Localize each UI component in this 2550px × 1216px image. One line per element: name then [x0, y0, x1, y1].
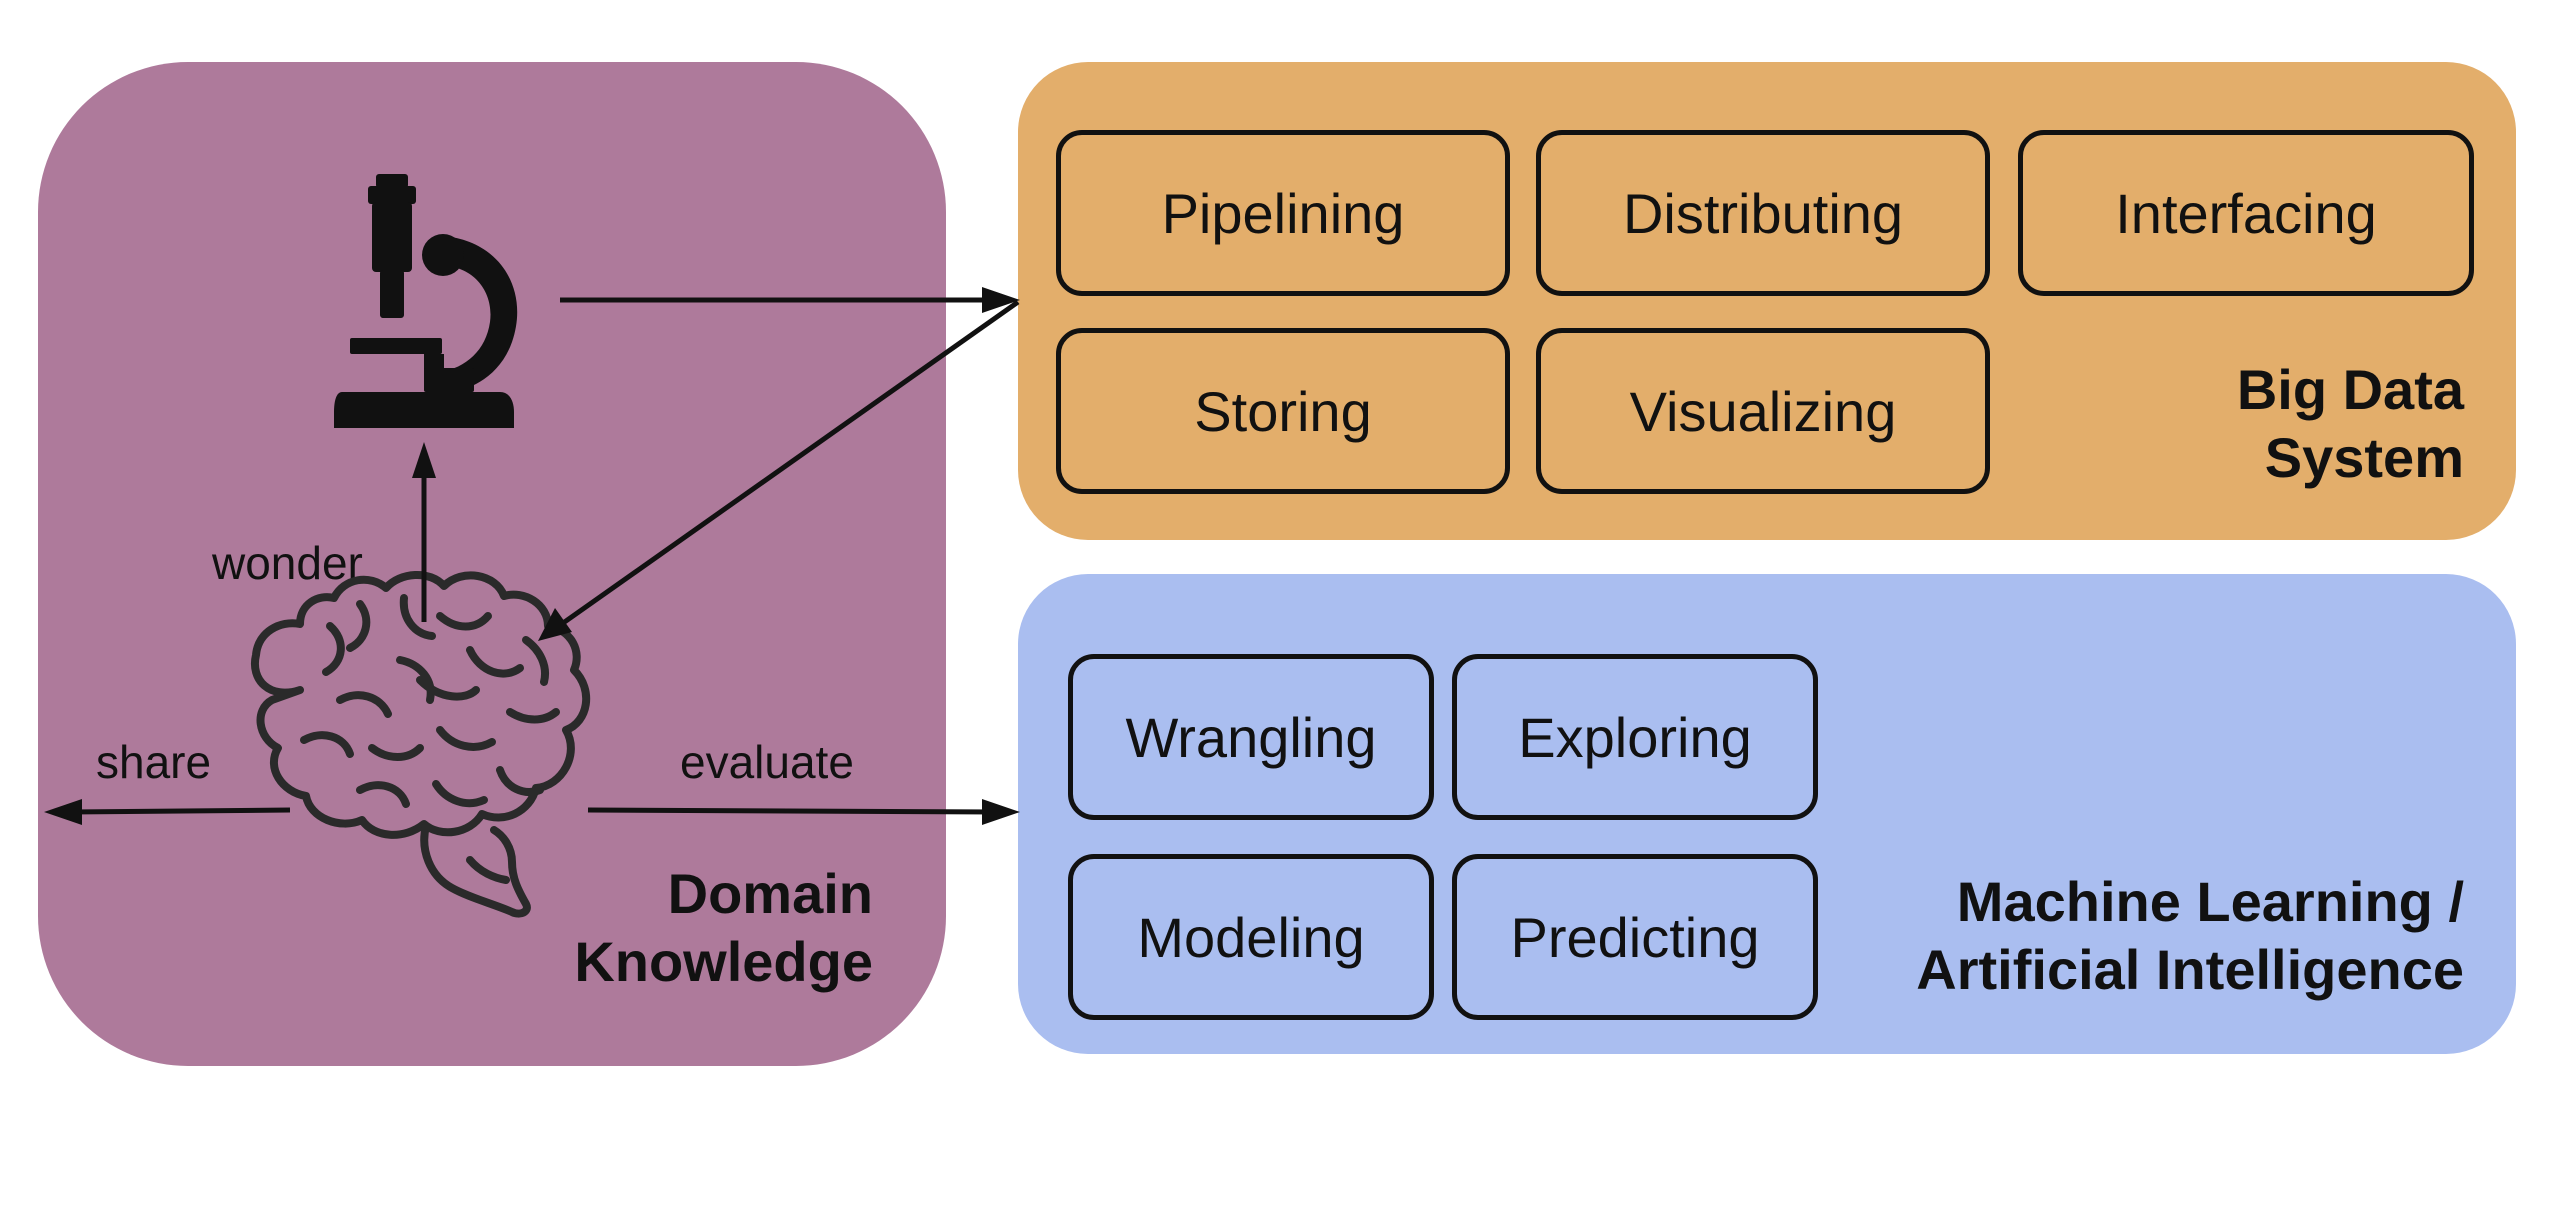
domain-knowledge-title: Domain Knowledge [574, 860, 873, 996]
ml-ai-title: Machine Learning / Artificial Intelligen… [1916, 868, 2464, 1004]
domain-title-line1: Domain [667, 862, 873, 925]
wonder-label: wonder [212, 537, 363, 589]
pipelining-box: Pipelining [1056, 130, 1510, 296]
ml-title-line2: Artificial Intelligence [1916, 938, 2464, 1001]
exploring-box: Exploring [1452, 654, 1818, 820]
ml-title-line1: Machine Learning / [1956, 870, 2464, 933]
big-data-system-panel [1018, 62, 2516, 540]
interfacing-box: Interfacing [2018, 130, 2474, 296]
arrowhead-evaluate [982, 799, 1020, 825]
visualizing-box: Visualizing [1536, 328, 1990, 494]
domain-title-line2: Knowledge [574, 930, 873, 993]
wrangling-box: Wrangling [1068, 654, 1434, 820]
evaluate-label: evaluate [680, 736, 854, 788]
big-data-title-line1: Big Data [2236, 358, 2464, 421]
storing-box: Storing [1056, 328, 1510, 494]
arrowhead-bigdata [982, 287, 1020, 313]
big-data-system-title: Big Data System [2237, 356, 2464, 492]
big-data-title-line2: System [2264, 426, 2464, 489]
modeling-box: Modeling [1068, 854, 1434, 1020]
share-label: share [96, 736, 212, 788]
distributing-box: Distributing [1536, 130, 1990, 296]
predicting-box: Predicting [1452, 854, 1818, 1020]
